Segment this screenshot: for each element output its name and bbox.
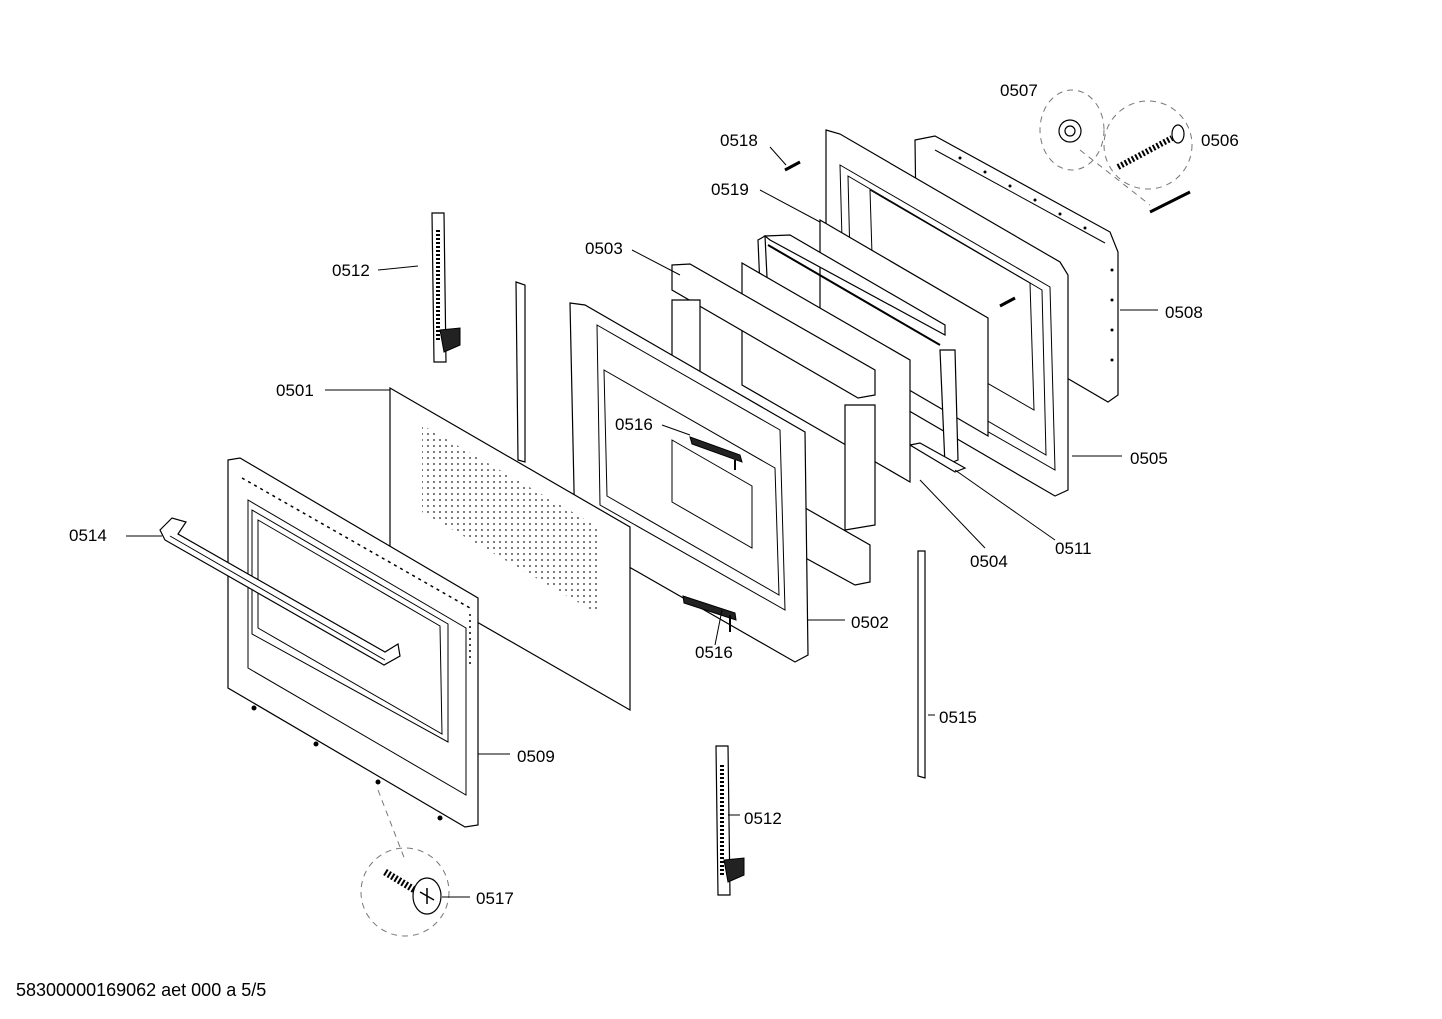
label-0507: 0507 <box>1000 81 1038 100</box>
part-0516-hinge-lower <box>682 595 737 632</box>
part-0507-washer-detail <box>1039 89 1105 171</box>
label-0517: 0517 <box>476 889 514 908</box>
leader-lines <box>126 146 1158 898</box>
part-0515-seal-strip <box>917 550 926 779</box>
label-0505: 0505 <box>1130 449 1168 468</box>
part-0501-front-glass <box>389 386 631 712</box>
label-0516-lower: 0516 <box>695 643 733 662</box>
drawing-reference-footer: 58300000169062 aet 000 a 5/5 <box>16 980 267 1000</box>
label-0502: 0502 <box>851 613 889 632</box>
label-0518: 0518 <box>720 131 758 150</box>
part-0506-screw-detail <box>1079 100 1193 214</box>
label-0511: 0511 <box>1055 539 1092 558</box>
part-number-labels: 0512 0501 0514 0503 0516 0516 0519 0518 … <box>69 81 1239 908</box>
part-0512-hinge-arm-upper <box>431 212 461 363</box>
label-0503: 0503 <box>585 239 623 258</box>
label-0504: 0504 <box>970 552 1008 571</box>
label-0514: 0514 <box>69 526 107 545</box>
part-0502-middle-frame <box>515 281 809 663</box>
label-0519: 0519 <box>711 180 749 199</box>
label-0516-upper: 0516 <box>615 415 653 434</box>
label-0508: 0508 <box>1165 303 1203 322</box>
part-0516-hinge-upper <box>689 436 743 470</box>
label-0512-lower: 0512 <box>744 809 782 828</box>
part-0503-insulation <box>671 263 876 586</box>
part-0517-screw-detail <box>360 789 450 937</box>
part-0518-pin <box>784 160 1016 308</box>
label-0509: 0509 <box>517 747 555 766</box>
label-0512-upper: 0512 <box>332 261 370 280</box>
part-0514-handle <box>159 517 401 666</box>
label-0501: 0501 <box>276 381 314 400</box>
part-0512-hinge-arm-lower <box>715 745 745 896</box>
label-0515: 0515 <box>939 708 977 727</box>
part-0511-glass-frame <box>757 234 967 473</box>
label-0506: 0506 <box>1201 131 1239 150</box>
